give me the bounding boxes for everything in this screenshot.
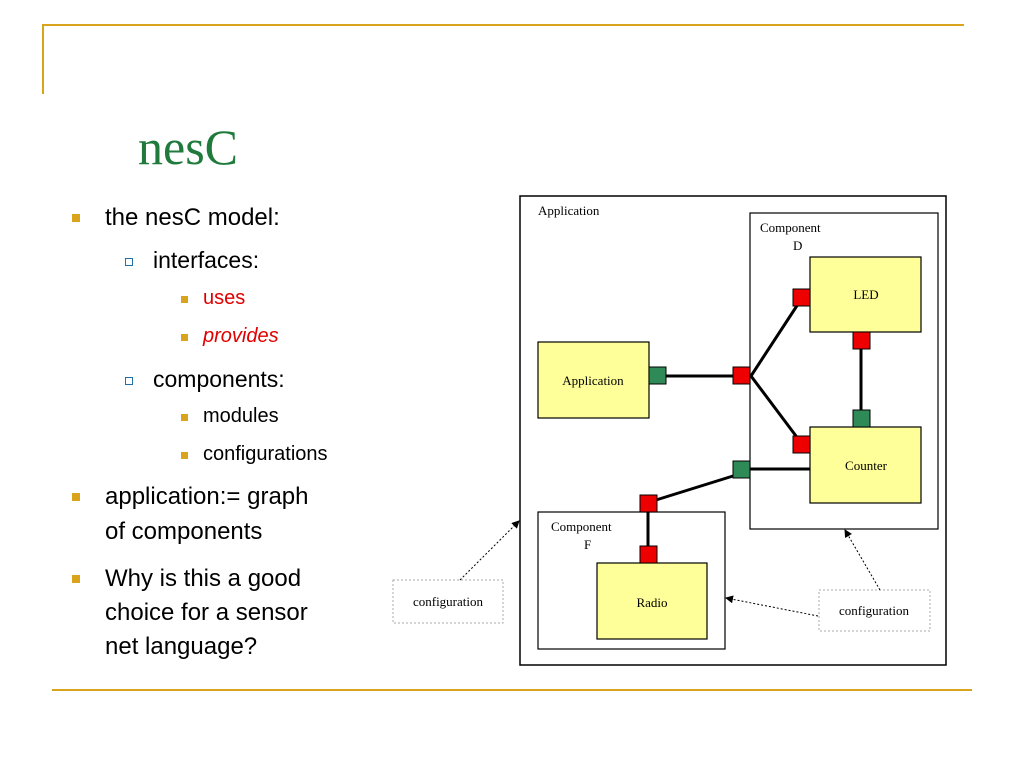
- sub-sub-bullet-marker: [181, 296, 188, 303]
- slide-title: nesC: [138, 119, 238, 175]
- counter-module-label: Counter: [845, 458, 888, 473]
- sub-bullet-marker: [125, 377, 133, 385]
- component-f-label-2: F: [584, 537, 591, 552]
- configuration-callout-right: [818, 589, 931, 632]
- uses-port-led-bottom: [852, 331, 871, 350]
- uses-port-radio: [639, 545, 658, 564]
- provides-port-application: [648, 366, 667, 385]
- bullet-application-line1: application:= graph: [105, 483, 309, 510]
- bullet-marker: [72, 493, 80, 501]
- application-outer-label: Application: [538, 203, 600, 218]
- bullet-why-line1: Why is this a good: [105, 565, 302, 592]
- led-module-label: LED: [853, 287, 878, 302]
- bullet-provides: provides: [203, 325, 279, 347]
- application-module-box: [537, 341, 650, 419]
- component-d-label-2: D: [793, 238, 802, 253]
- bullet-why-line2: choice for a sensor: [105, 599, 308, 626]
- frame-left-line: [42, 24, 44, 94]
- bullet-modules: modules: [203, 405, 279, 427]
- radio-module-label: Radio: [636, 595, 667, 610]
- bullet-marker: [72, 575, 80, 583]
- provides-port-counter-top: [852, 409, 871, 428]
- bullet-model: the nesC model:: [105, 204, 280, 231]
- configuration-callout-left-label: configuration: [413, 594, 484, 609]
- bullet-application-line2: of components: [105, 518, 263, 545]
- sub-sub-bullet-marker: [181, 334, 188, 341]
- bullet-configurations: configurations: [203, 443, 328, 465]
- wires: [646, 297, 863, 547]
- bullet-marker: [72, 214, 80, 222]
- provides-port-component-d: [732, 460, 751, 479]
- bullet-why-line3: net language?: [105, 633, 258, 660]
- component-f-label-1: Component: [551, 519, 612, 534]
- frame-bottom-line: [52, 689, 972, 691]
- configuration-callout-left: [392, 579, 504, 624]
- counter-module-box: [809, 426, 922, 504]
- bullet-components: components:: [153, 366, 285, 392]
- application-module-label: Application: [562, 373, 624, 388]
- sub-sub-bullet-marker: [181, 414, 188, 421]
- frame-top-line: [42, 24, 964, 26]
- component-d-label-1: Component: [760, 220, 821, 235]
- uses-port-counter: [792, 435, 811, 454]
- sub-sub-bullet-marker: [181, 452, 188, 459]
- led-module-box: [809, 256, 922, 333]
- uses-port-led: [792, 288, 811, 307]
- uses-port-component-d: [732, 366, 751, 385]
- sub-bullet-marker: [125, 258, 133, 266]
- uses-port-component-f: [639, 494, 658, 513]
- bullet-uses: uses: [203, 287, 246, 309]
- radio-module-box: [596, 562, 708, 640]
- configuration-callout-right-label: configuration: [839, 603, 910, 618]
- bullet-interfaces: interfaces:: [153, 247, 260, 273]
- configuration-arrows: [459, 520, 881, 617]
